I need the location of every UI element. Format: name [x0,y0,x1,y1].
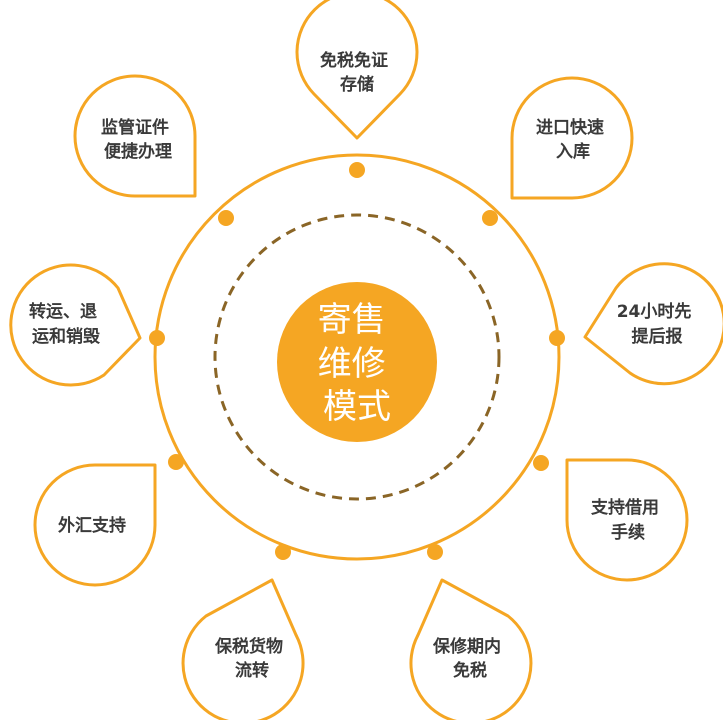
bubble-label: 免税免证 存储 [320,50,394,95]
bubble-label-line: 进口快速 [536,117,604,138]
bubble-label-line: 24小时先 [617,301,692,322]
center-title-line: 寄售 [318,300,386,340]
bubble-outline [510,76,634,200]
feature-bubble: 进口快速 入库 [510,76,634,200]
bubble-label: 进口快速 入库 [536,117,610,162]
feature-bubble: 外汇支持 [33,463,157,587]
feature-bubble: 转运、退 运和销毁 [9,263,142,387]
center-title-line: 模式 [323,387,391,427]
bubble-outline [583,262,723,386]
feature-bubble: 保修期内 免税 [409,578,533,720]
inner-dashed-ring [213,213,501,501]
bubble-label-line: 提后报 [632,326,683,347]
feature-bubble: 监管证件 便捷办理 [73,74,197,198]
bubble-label-line: 支持借用 [591,497,659,518]
bubble-outline [181,578,305,720]
ring-node [168,454,184,470]
bubble-label: 保修期内 免税 [432,636,507,681]
ring-node [149,330,165,346]
bubble-label-line: 手续 [611,522,645,543]
bubble-label-line: 入库 [556,141,590,162]
bubble-label-line: 监管证件 [101,117,169,138]
bubble-label-line: 存储 [340,74,374,95]
bubble-label-line: 运和销毁 [32,326,101,347]
ring-node [533,455,549,471]
bubble-label-line: 外汇支持 [58,515,126,536]
ring-node [218,210,234,226]
bubble-label: 转运、退 运和销毁 [29,301,103,347]
feature-bubble: 支持借用 手续 [565,458,689,582]
feature-bubble: 保税货物 流转 [181,578,305,720]
bubble-label-line: 免税免证 [320,50,388,71]
center-disc [277,282,437,442]
outer-ring [153,153,561,561]
ring-node [549,330,565,346]
bubble-label-line: 保修期内 [432,636,501,657]
bubble-outline [33,463,157,587]
bubble-outline [9,263,142,387]
bubble-label-line: 免税 [453,660,487,681]
bubble-label: 监管证件 便捷办理 [101,117,175,162]
bubble-outline [73,74,197,198]
bubble-label: 支持借用 手续 [591,497,665,543]
bubble-outline [295,0,419,140]
feature-bubble: 24小时先 提后报 [583,262,723,386]
ring-node [349,162,365,178]
bubble-label: 24小时先 提后报 [617,301,698,347]
center-title-line: 维修 [318,344,386,384]
bubble-label-line: 转运、退 [29,301,97,322]
center-title: 寄售 维修 模式 [318,300,397,427]
bubble-outline [409,578,533,720]
feature-bubble: 免税免证 存储 [295,0,419,140]
bubble-label-line: 便捷办理 [104,141,172,162]
bubble-label-line: 流转 [235,660,269,681]
ring-node [427,544,443,560]
bubble-label: 外汇支持 [58,515,126,536]
bubble-outline [565,458,689,582]
ring-node [482,210,498,226]
bubble-label: 保税货物 流转 [214,636,289,681]
bubble-label-line: 保税货物 [214,636,283,657]
ring-node [275,544,291,560]
